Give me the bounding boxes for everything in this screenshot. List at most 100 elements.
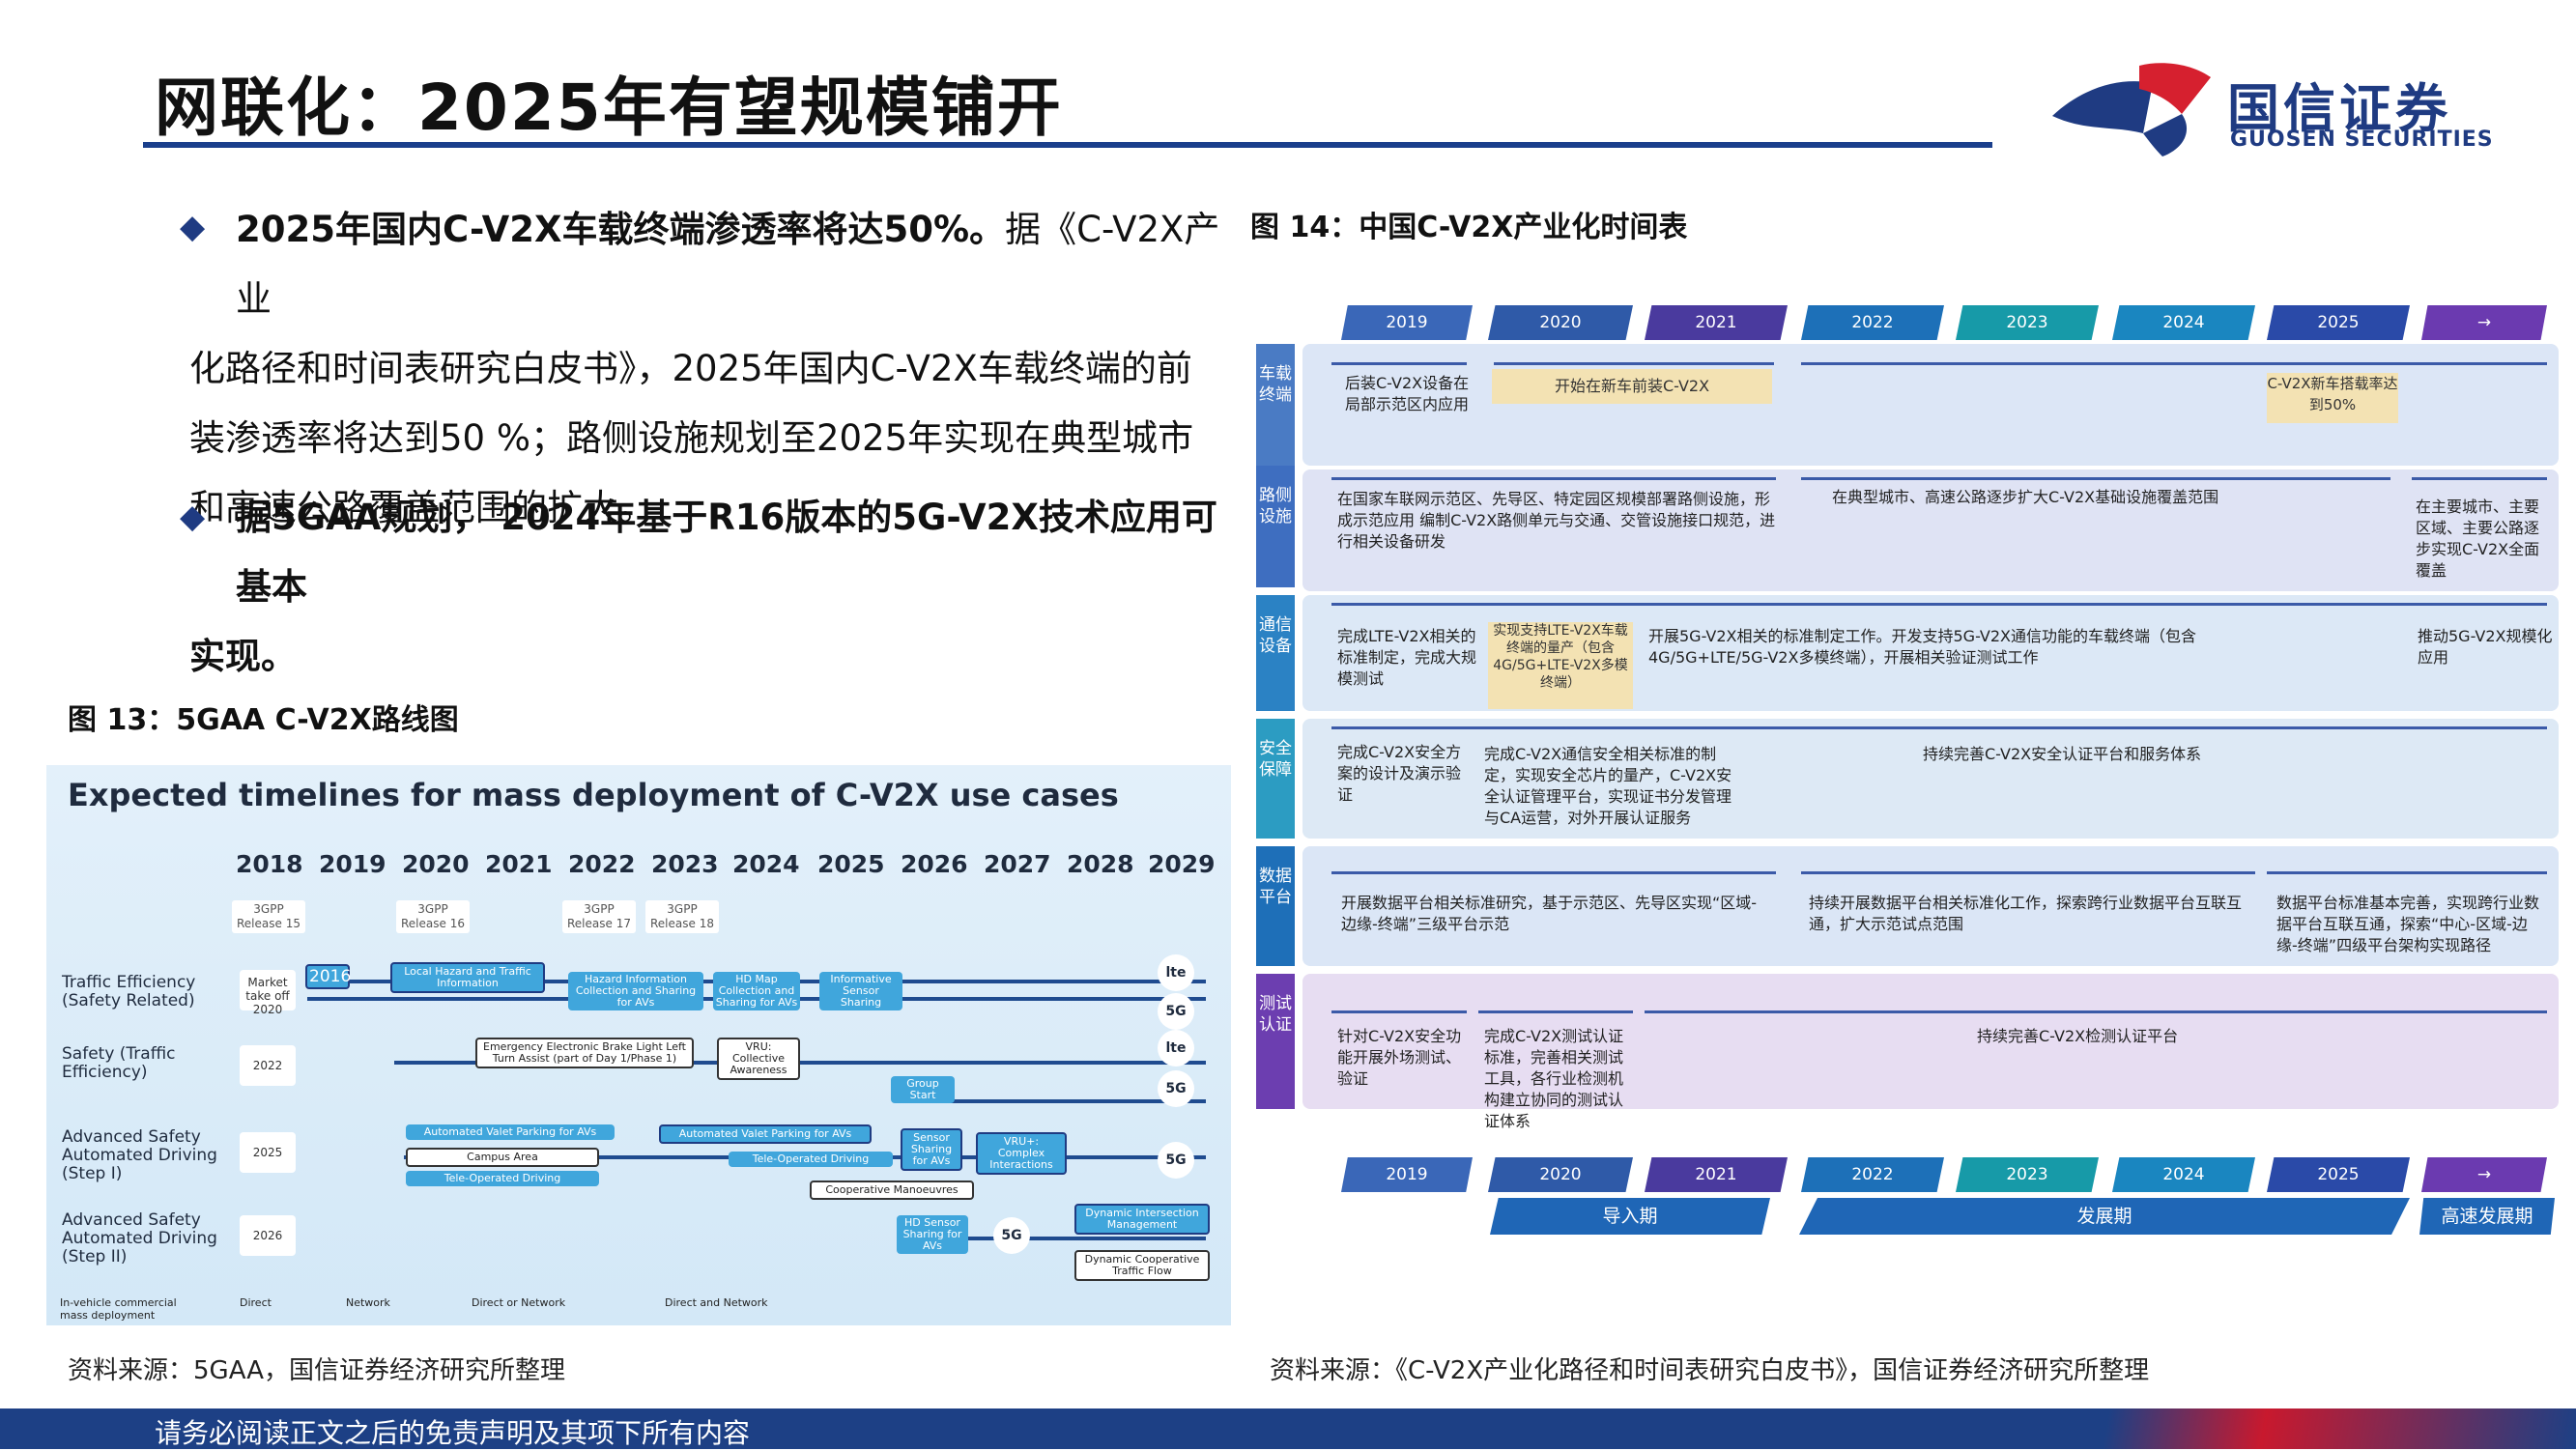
legend-direct-and-network: Direct and Network [665, 1296, 768, 1309]
timeline-line [1331, 477, 1776, 480]
5gaa-roadmap-figure: Expected timelines for mass deployment o… [46, 765, 1231, 1325]
category-tab: 数据平台 [1256, 846, 1295, 966]
roadmap-heading: Expected timelines for mass deployment o… [68, 777, 1119, 813]
timeline-line [1494, 362, 1774, 365]
vru-collective-box: VRU: Collective Awareness [717, 1038, 800, 1080]
coop-manoeuvres-box: Cooperative Manoeuvres [810, 1181, 974, 1200]
release-marker: 3GPP Release 18 [645, 900, 719, 933]
group-start-box: Group Start [891, 1076, 955, 1103]
5g-badge-icon: 5G [1158, 1070, 1194, 1107]
title-divider [143, 142, 1992, 148]
bullet-1-line-2: 化路径和时间表研究白皮书》，2025年国内C-V2X车载终端的前 [189, 348, 1192, 389]
timeline-line [394, 1061, 1206, 1065]
category-tab: 测试认证 [1256, 974, 1295, 1109]
timeline-line [916, 1237, 1206, 1240]
roadmap-row-label: Advanced Safety Automated Driving (Step … [62, 1127, 217, 1183]
year-arrow: 2025 [2267, 1157, 2410, 1192]
roadmap-row-year: 2025 [240, 1132, 296, 1173]
figure-14-caption: 图 14：中国C-V2X产业化时间表 [1250, 211, 1688, 244]
lte-badge-icon: lte [1158, 1030, 1194, 1067]
comm-2020-highlight: 实现支持LTE-V2X车载终端的量产（包含4G/5G+LTE-V2X多模终端） [1488, 622, 1633, 709]
figure-13-source: 资料来源：5GAA，国信证券经济研究所整理 [68, 1356, 565, 1385]
figure-14-source: 资料来源：《C-V2X产业化路径和时间表研究白皮书》，国信证券经济研究所整理 [1270, 1356, 2150, 1385]
legend-invehicle: In-vehicle commercial mass deployment [60, 1296, 177, 1322]
dynamic-coop-box: Dynamic Cooperative Traffic Flow [1074, 1250, 1210, 1281]
roadmap-year: 2022 [568, 850, 636, 878]
timeline-line [2267, 871, 2547, 874]
footer-disclaimer: 请务必阅读正文之后的免责声明及其项下所有内容 [155, 1417, 751, 1449]
category-tab: 安全保障 [1256, 719, 1295, 839]
hd-map-box: HD Map Collection and Sharing for AVs [713, 972, 800, 1010]
5g-badge-icon: 5G [993, 1217, 1030, 1254]
roadmap-year: 2025 [817, 850, 885, 878]
timeline-line [1331, 603, 2547, 606]
avp-box-2: Automated Valet Parking for AVs [659, 1124, 872, 1144]
timeline-line [1331, 871, 1776, 874]
timeline-line [897, 1099, 1206, 1103]
release-marker: 3GPP Release 15 [232, 900, 305, 933]
data-2019-text: 开展数据平台相关标准研究，基于示范区、先导区实现“区域-边缘-终端”三级平台示范 [1341, 894, 1758, 933]
avp-box: Automated Valet Parking for AVs [406, 1124, 615, 1140]
roadmap-row-label: Advanced Safety Automated Driving (Step … [62, 1210, 217, 1266]
roadmap-year: 2018 [236, 850, 303, 878]
release-marker: 3GPP Release 16 [396, 900, 470, 933]
roadside-2019-text: 在国家车联网示范区、先导区、特定园区规模部署路侧设施，形成示范应用 编制C-V2… [1337, 490, 1776, 551]
data-2025-text: 数据平台标准基本完善，实现跨行业数据平台互联互通，探索“中心-区域-边缘-终端”… [2276, 894, 2540, 954]
roadmap-row-label: Traffic Efficiency (Safety Related) [62, 973, 196, 1010]
row-background [1302, 974, 2559, 1109]
roadside-2022-text: 在典型城市、高速公路逐步扩大C-V2X基础设施覆盖范围 [1832, 488, 2219, 506]
roadmap-year: 2021 [485, 850, 553, 878]
roadmap-year: 2024 [732, 850, 800, 878]
year-arrow: → [2421, 1157, 2547, 1192]
security-2022-text: 持续完善C-V2X安全认证平台和服务体系 [1923, 745, 2202, 763]
security-2020-text: 完成C-V2X通信安全相关标准的制定，实现安全芯片的量产，C-V2X安全认证管理… [1484, 745, 1732, 827]
teleop-box: Tele-Operated Driving [406, 1171, 599, 1186]
timeline-line [2412, 477, 2547, 480]
testing-2020-text: 完成C-V2X测试认证标准，完善相关测试工具，各行业检测机构建立协同的测试认证体… [1484, 1027, 1624, 1130]
lte-badge-icon: lte [1158, 954, 1194, 991]
year-arrow: 2021 [1645, 305, 1788, 340]
bullet-1-line-3: 装渗透率将达到50 %；路侧设施规划至2025年实现在典型城市 [189, 417, 1194, 459]
footer-accent [1952, 1408, 2576, 1449]
guosen-logo-icon [2052, 63, 2211, 156]
release-marker: 3GPP Release 17 [562, 900, 636, 933]
bullet-1-text: 2025年国内C-V2X车载终端渗透率将达50%。据《C-V2X产业 化路径和时… [189, 195, 1233, 543]
year-arrow: 2019 [1341, 1157, 1473, 1192]
security-2019-text: 完成C-V2X安全方案的设计及演示验证 [1337, 743, 1462, 804]
comm-2019-text: 完成LTE-V2X相关的标准制定，完成大规模测试 [1337, 627, 1477, 688]
year-arrow: 2019 [1341, 305, 1473, 340]
figure-13-caption: 图 13：5GAA C-V2X路线图 [68, 703, 459, 737]
phase-arrow: 高速发展期 [2419, 1198, 2555, 1235]
year-arrow: 2021 [1645, 1157, 1788, 1192]
roadmap-row-year: Market take off 2020 [240, 970, 296, 1016]
timeline-line [1331, 1010, 1467, 1013]
year-arrow: 2023 [1956, 1157, 2099, 1192]
bullet-1-line-1: 据《C-V2X产业 [236, 209, 1220, 320]
roadmap-year: 2028 [1067, 850, 1134, 878]
timeline-line [1645, 1010, 2547, 1013]
roadmap-year: 2029 [1148, 850, 1216, 878]
roadmap-year: 2023 [651, 850, 719, 878]
teleop-box-2: Tele-Operated Driving [729, 1152, 893, 1167]
year-arrow: 2022 [1801, 305, 1944, 340]
comm-2025-text: 推动5G-V2X规模化应用 [2418, 627, 2553, 667]
hd-sensor-box: HD Sensor Sharing for AVs [897, 1215, 968, 1254]
category-tab: 车载终端 [1256, 344, 1295, 466]
year-arrow: 2020 [1488, 305, 1633, 340]
roadmap-row-year: 2022 [240, 1045, 296, 1086]
bullet-1-bold: 2025年国内C-V2X车载终端渗透率将达50%。 [236, 209, 1006, 250]
timeline-line [1331, 726, 2547, 729]
bullet-2-line-1: 据5GAA规划， 2024年基于R16版本的5G-V2X技术应用可基本 [236, 497, 1217, 608]
hazard-info-box: Hazard Information Collection and Sharin… [568, 972, 703, 1010]
row-background [1302, 469, 2559, 591]
bullet-2-line-2: 实现。 [189, 636, 297, 677]
timeline-line [1801, 871, 2255, 874]
category-tab: 路侧设施 [1256, 466, 1295, 587]
year-arrow: 2025 [2267, 305, 2410, 340]
testing-2022-text: 持续完善C-V2X检测认证平台 [1977, 1027, 2179, 1045]
year-arrow: 2023 [1956, 305, 2099, 340]
eebl-box: Emergency Electronic Brake Light Left Tu… [475, 1038, 694, 1068]
data-2022-text: 持续开展数据平台相关标准化工作，探索跨行业数据平台互联互通，扩大示范试点范围 [1809, 894, 2243, 933]
roadside-2025-text: 在主要城市、主要区域、主要公路逐步实现C-V2X全面覆盖 [2416, 498, 2540, 580]
terminal-2019-text: 后装C-V2X设备在局部示范区内应用 [1345, 374, 1470, 413]
